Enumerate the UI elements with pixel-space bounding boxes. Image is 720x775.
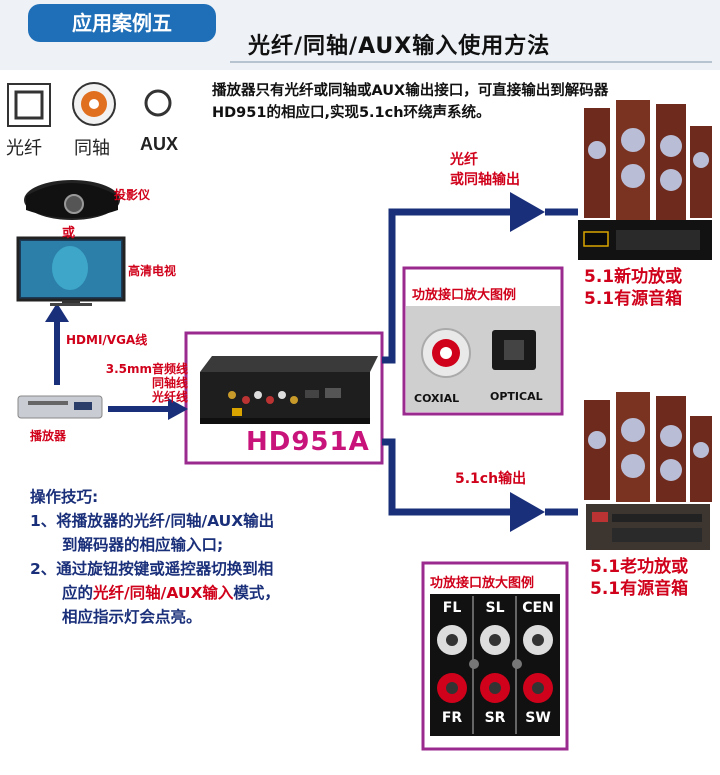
optical-port-icon: [7, 83, 51, 127]
channel-sl: SL: [485, 600, 505, 616]
bottom-output-arrowhead: [510, 492, 545, 532]
tip-2-highlight: 光纤/同轴/AUX输入: [93, 584, 234, 602]
audio-arrowhead: [168, 398, 188, 420]
top-output-line: [382, 208, 520, 364]
optical-zoom-label: OPTICAL: [490, 390, 543, 403]
channel-jacks-panel: [430, 594, 560, 736]
audio-cable-labels: 3.5mm音频线 同轴线 光纤线: [92, 362, 188, 404]
channel-cen: CEN: [522, 600, 554, 616]
bottom-amplifier-image: [586, 504, 710, 550]
hdmi-arrowhead: [45, 303, 69, 322]
tip-1-line-2: 到解码器的相应输入口;: [62, 536, 224, 554]
page-title: 光纤/同轴/AUX输入使用方法: [248, 34, 551, 59]
bottom-amp-line-2: 5.1有源音箱: [590, 579, 689, 599]
top-output-arrowhead: [510, 192, 545, 232]
player-label: 播放器: [30, 429, 67, 443]
tip-2-line-2: 应的光纤/同轴/AUX输入模式，: [30, 581, 380, 605]
device-frame: [184, 331, 384, 465]
channel-sw: SW: [525, 710, 551, 726]
channel-fr: FR: [441, 710, 463, 726]
case-tab: 应用案例五: [28, 4, 216, 42]
top-speakers-image: [584, 100, 712, 220]
optical-label: 光纤: [6, 138, 42, 159]
coaxial-port-icon: [72, 82, 116, 126]
audio-cable-optical: 光纤线: [151, 390, 188, 404]
top-amplifier-image: [578, 220, 712, 260]
top-amp-line-2: 5.1有源音箱: [584, 289, 683, 309]
hd951a-device-image: [200, 356, 378, 424]
projector-label: 投影仪: [114, 188, 151, 202]
projector-image: [24, 180, 120, 220]
bottom-output-label: 5.1ch输出: [455, 471, 527, 487]
top-amp-line-1: 5.1新功放或: [584, 267, 683, 287]
zoom-bottom-title: 功放接口放大图例: [430, 576, 535, 591]
channel-sr: SR: [484, 710, 506, 726]
bottom-output-line: [382, 438, 520, 516]
audio-cable-35mm: 3.5mm音频线: [105, 362, 188, 376]
intro-line-1: 播放器只有光纤或同轴或AUX输出接口，可直接输出到解码器: [212, 83, 609, 99]
tips-heading: 操作技巧:: [30, 488, 99, 506]
tip-1-line-1: 1、将播放器的光纤/同轴/AUX输出: [30, 512, 275, 530]
dvd-player-image: [17, 395, 103, 419]
aux-port-icon: [144, 89, 172, 117]
operation-tips: 操作技巧: 1、将播放器的光纤/同轴/AUX输出 到解码器的相应输入口; 2、通…: [30, 485, 380, 629]
top-output-label: 光纤 或同轴输出: [450, 150, 520, 190]
audio-cable-coaxial: 同轴线: [151, 376, 188, 390]
optical-port-zoom: [492, 330, 536, 370]
bottom-speakers-image: [584, 392, 712, 502]
tv-image: [16, 236, 126, 306]
tip-2-line-1: 2、通过旋钮按键或遥控器切换到相: [30, 560, 274, 578]
channel-fl: FL: [442, 600, 462, 616]
hdmi-cable-label: HDMI/VGA线: [66, 333, 148, 347]
tip-2-pre: 应的: [62, 584, 94, 602]
coaxial-port-zoom: [406, 306, 560, 412]
bottom-amp-line-1: 5.1老功放或: [590, 557, 689, 577]
or-label: 或: [62, 226, 76, 241]
coaxial-zoom-label: COXIAL: [414, 392, 460, 405]
zoom-top-title: 功放接口放大图例: [412, 288, 517, 303]
intro-line-2: HD951的相应口,实现5.1ch环绕声系统。: [212, 105, 491, 121]
aux-label: AUX: [140, 134, 179, 154]
tip-2-post: 模式，: [233, 584, 280, 602]
top-output-line-2: 或同轴输出: [450, 172, 520, 188]
bottom-amp-label: 5.1老功放或 5.1有源音箱: [590, 556, 688, 600]
intro-text: 播放器只有光纤或同轴或AUX输出接口，可直接输出到解码器 HD951的相应口,实…: [212, 80, 717, 124]
tv-label: 高清电视: [128, 264, 177, 278]
coaxial-label: 同轴: [74, 138, 110, 159]
top-amp-label: 5.1新功放或 5.1有源音箱: [584, 266, 682, 310]
device-name: HD951A: [246, 427, 370, 457]
tip-2-line-3: 相应指示灯会点亮。: [62, 608, 202, 626]
top-output-line-1: 光纤: [450, 152, 478, 168]
